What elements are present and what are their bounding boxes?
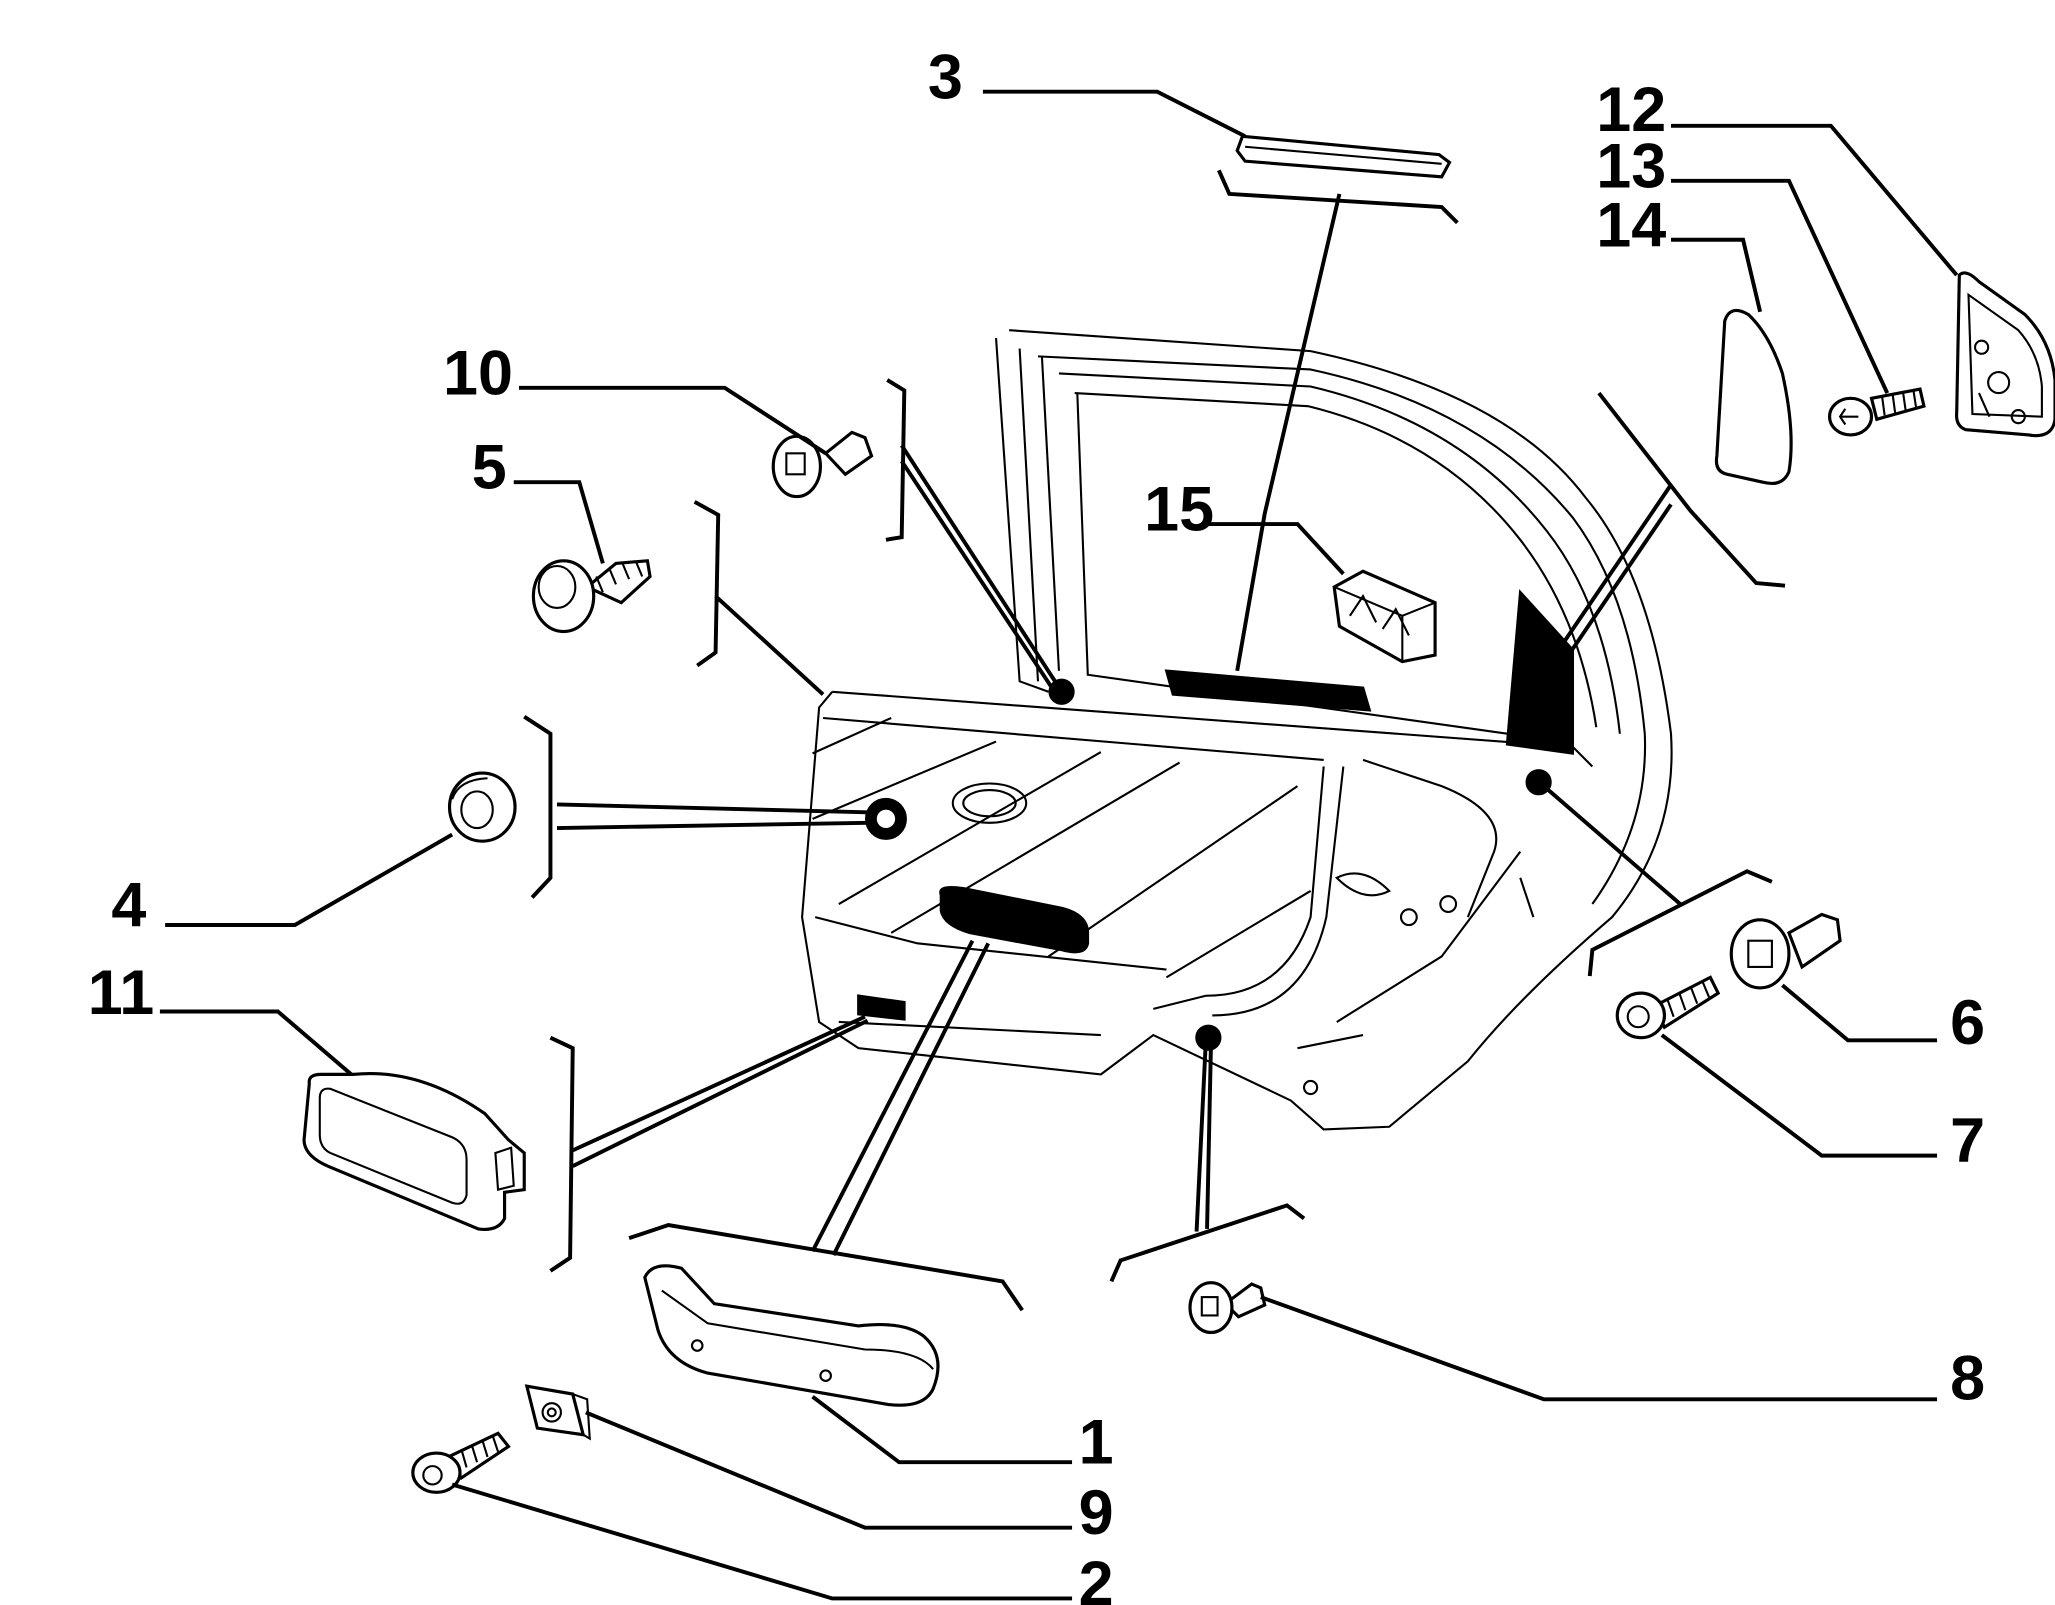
mirror-mount-bracket <box>1954 271 2055 438</box>
callout-8: 8 <box>1950 1343 1985 1413</box>
callout-12: 12 <box>1596 75 1666 145</box>
handle-screw <box>411 1431 511 1494</box>
clip-10 <box>771 430 874 499</box>
pull-handle <box>643 1264 940 1407</box>
retaining-clip <box>1332 569 1437 664</box>
callout-11: 11 <box>88 958 154 1028</box>
callout-9: 9 <box>1079 1478 1114 1548</box>
clip-6 <box>1729 912 1842 990</box>
screw-13 <box>1828 387 1926 437</box>
grommet <box>447 771 517 843</box>
callout-10: 10 <box>443 338 513 408</box>
callout-15: 15 <box>1144 475 1214 545</box>
callout-6: 6 <box>1950 988 1985 1058</box>
clip-8 <box>1188 1281 1267 1335</box>
callout-13: 13 <box>1596 131 1666 201</box>
speed-nut <box>524 1384 591 1441</box>
screw-7 <box>1615 975 1721 1040</box>
reflector-lamp <box>302 1072 526 1231</box>
callout-5: 5 <box>472 433 507 503</box>
callout-1: 1 <box>1079 1408 1114 1478</box>
callout-3: 3 <box>928 42 963 112</box>
corner-trim-cover <box>1714 308 1793 486</box>
callout-14: 14 <box>1596 190 1666 260</box>
callout-labels: 3 12 13 14 10 5 15 4 11 6 7 8 1 9 2 <box>88 42 1985 1605</box>
leader-lines <box>159 89 1959 1601</box>
window-seal-strip <box>1235 134 1452 179</box>
callout-7: 7 <box>1950 1106 1985 1176</box>
fir-tree-clip <box>531 559 652 634</box>
callout-4: 4 <box>111 870 146 940</box>
callout-2: 2 <box>1079 1549 1114 1605</box>
door-panel <box>801 329 1673 1131</box>
